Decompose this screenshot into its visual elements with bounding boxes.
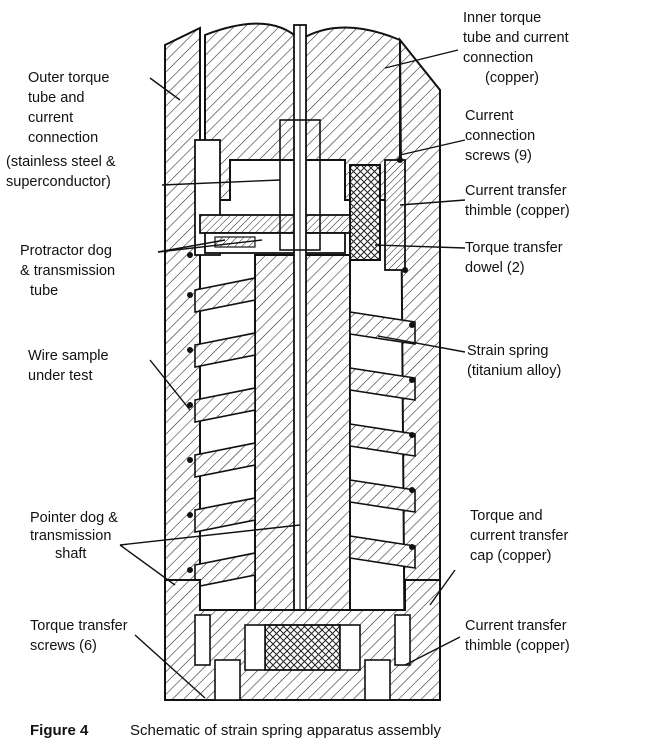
torque-current-transfer-cap xyxy=(164,579,441,701)
figure-caption: Schematic of strain spring apparatus ass… xyxy=(130,722,441,739)
label-outer-torque: Outer torque tube and current connection… xyxy=(6,70,120,190)
label-torque-screws: Torque transfer screws (6) xyxy=(30,618,132,654)
label-current-screws: Current connection screws (9) xyxy=(465,108,539,164)
label-thimble-top: Current transfer thimble (copper) xyxy=(465,183,571,219)
label-inner-torque: Inner torque tube and current connection… xyxy=(463,10,573,86)
figure-number: Figure 4 xyxy=(30,722,89,739)
outer-torque-tube xyxy=(164,26,441,701)
strain-spring-coils xyxy=(194,277,416,588)
label-dowel: Torque transfer dowel (2) xyxy=(465,240,567,276)
torque-transfer-dowel xyxy=(349,164,381,261)
label-protractor: Protractor dog & transmission tube xyxy=(20,243,119,299)
label-pointer: Pointer dog & transmission shaft xyxy=(30,510,122,562)
label-thimble-bottom: Current transfer thimble (copper) xyxy=(465,618,571,654)
leader-lines xyxy=(119,49,466,699)
label-cap: Torque and current transfer cap (copper) xyxy=(470,508,572,564)
protractor-dog xyxy=(199,214,351,254)
label-strain-spring: Strain spring (titanium alloy) xyxy=(467,343,561,379)
label-wire-sample: Wire sample under test xyxy=(28,348,113,384)
